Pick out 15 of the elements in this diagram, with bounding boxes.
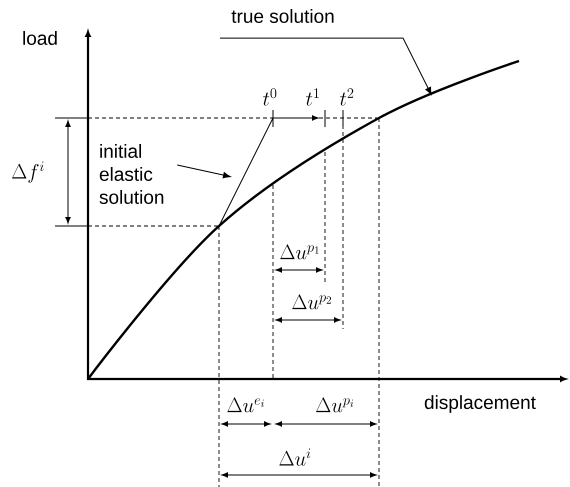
leader-line <box>220 38 432 95</box>
dimension-label: $\Delta u^{p_i}$ <box>316 397 354 412</box>
iteration-label: $t^{1}$ <box>306 88 319 106</box>
dimension-label: $\Delta u^{e_i}$ <box>227 397 264 412</box>
callout-text: initial elastic solution <box>100 144 164 204</box>
dimension-label: $\Delta u^{i}$ <box>279 448 310 466</box>
iteration-label: $t^{2}$ <box>340 88 354 106</box>
callout-text: true solution <box>232 9 334 23</box>
dimension-label: $\Delta u^{p_2}$ <box>292 294 331 310</box>
iteration-label: $t^{0}$ <box>263 88 276 106</box>
leader-line <box>176 164 231 178</box>
dimension-label: $\Delta f^{i}$ <box>12 161 44 183</box>
axis-label: displacement <box>424 395 536 413</box>
axis-label: load <box>23 31 57 45</box>
dimension-label: $\Delta u^{p_1}$ <box>280 244 319 260</box>
